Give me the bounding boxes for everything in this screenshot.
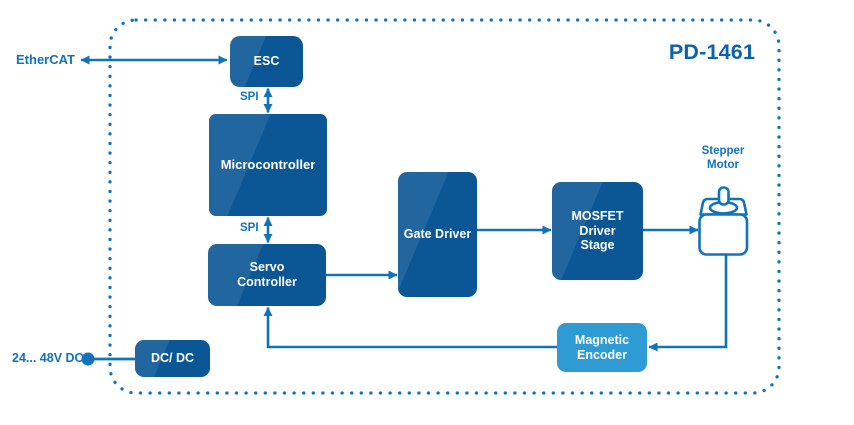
motor-shaft: [717, 186, 730, 206]
motor-to-encoder-arrow: [648, 254, 728, 352]
block-microcontroller-label: Microcontroller: [220, 157, 316, 173]
block-mosfet-driver-stage-label: MOSFET Driver Stage: [571, 208, 624, 253]
device-model-title: PD-1461: [668, 40, 756, 64]
encoder-to-servo-arrow: [263, 307, 557, 349]
spi-bottom-label: SPI: [240, 222, 259, 234]
power-input-label: 24... 48V DC: [12, 351, 84, 365]
stepper-motor-label: Stepper Motor: [701, 145, 745, 171]
block-servo-controller: Servo Controller: [208, 244, 326, 306]
block-microcontroller: Microcontroller: [209, 114, 327, 216]
block-magnetic-encoder-label: Magnetic Encoder: [574, 332, 630, 362]
block-dcdc-converter: DC/ DC: [135, 340, 210, 377]
spi-top-label: SPI: [240, 91, 259, 103]
block-gate-driver-label: Gate Driver: [403, 227, 472, 242]
block-esc-label: ESC: [253, 54, 280, 69]
block-dcdc-converter-label: DC/ DC: [150, 351, 195, 366]
block-magnetic-encoder: Magnetic Encoder: [557, 323, 647, 372]
block-mosfet-driver-stage: MOSFET Driver Stage: [552, 182, 643, 280]
power-input-terminal-dot: [81, 352, 95, 366]
ethercat-label: EtherCAT: [16, 52, 75, 67]
block-esc: ESC: [230, 36, 303, 87]
stepper-motor-icon: [698, 186, 749, 256]
motor-body: [698, 213, 749, 256]
module-boundary-dotted-border: [108, 18, 781, 395]
block-servo-controller-label: Servo Controller: [237, 260, 297, 289]
block-gate-driver: Gate Driver: [398, 172, 477, 297]
